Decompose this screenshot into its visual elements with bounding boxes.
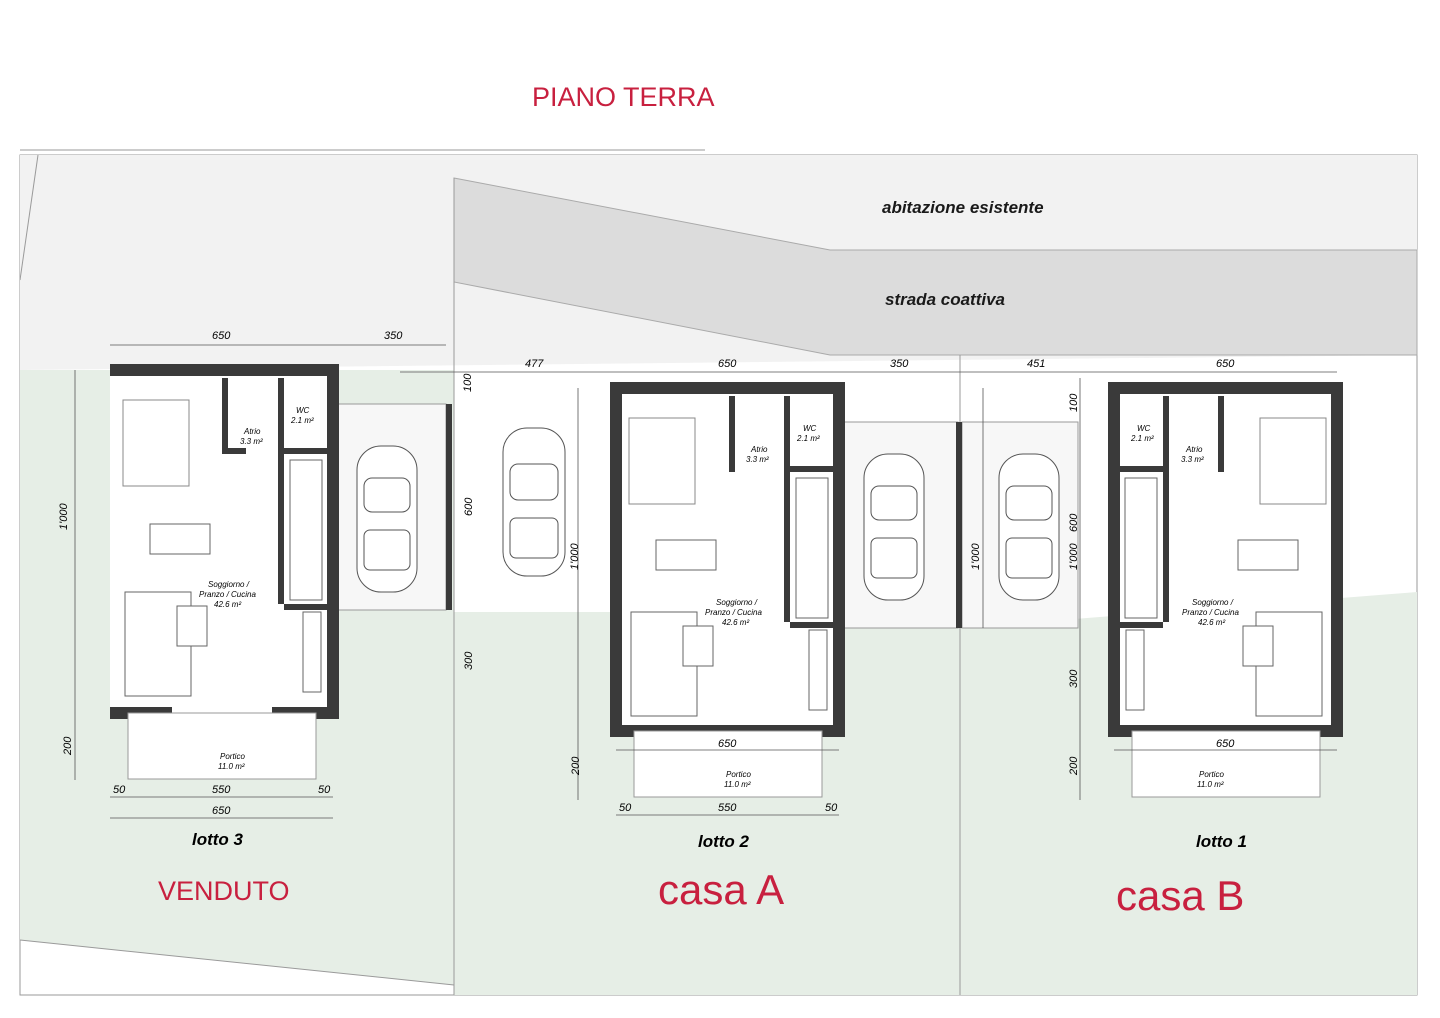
- dim-top: 100: [1068, 393, 1080, 412]
- porch-lot-2: [633, 730, 823, 798]
- dim-half-a: 50: [619, 802, 632, 814]
- dim-depth: 1'000: [970, 543, 982, 570]
- car-icon: [998, 453, 1060, 601]
- dim-width: 650: [718, 358, 737, 370]
- dim-rear: 300: [1068, 669, 1080, 688]
- dim-depth2: 1'000: [1068, 543, 1080, 570]
- room-atrio: Atrio: [1186, 445, 1203, 454]
- car-icon: [863, 453, 925, 601]
- dim-porch-width: 650: [1216, 738, 1235, 750]
- dim-half-a: 50: [113, 784, 126, 796]
- room-porch-area: 11.0 m²: [724, 780, 751, 789]
- room-wc: WC: [1137, 424, 1151, 433]
- room-wc-area: 2.1 m²: [291, 416, 314, 425]
- porch-lot-3: [127, 712, 317, 780]
- dim-span: 550: [212, 784, 231, 796]
- lot-status: VENDUTO: [158, 876, 290, 906]
- room-wc-area: 2.1 m²: [797, 434, 820, 443]
- lot-status: casa A: [658, 866, 785, 913]
- dim-left: 451: [1027, 358, 1046, 370]
- room-atrio-area: 3.3 m²: [240, 437, 263, 446]
- dim-top: 100: [462, 373, 474, 392]
- dim-width: 650: [212, 330, 231, 342]
- wall: [956, 422, 962, 628]
- wall: [446, 404, 452, 610]
- porch-lot-1: [1131, 730, 1321, 798]
- dim-rear: 300: [463, 651, 475, 670]
- room-wc: WC: [296, 406, 310, 415]
- dim-side: 350: [890, 358, 909, 370]
- room-atrio-area: 3.3 m²: [1181, 455, 1204, 464]
- room-living: Soggiorno /: [208, 580, 249, 589]
- room-wc-area: 2.1 m²: [1131, 434, 1154, 443]
- room-wc: WC: [803, 424, 817, 433]
- room-living2: Pranzo / Cucina: [1182, 608, 1239, 617]
- dim-width: 650: [1216, 358, 1235, 370]
- house-lot-1: [1108, 382, 1343, 737]
- lot-status: casa B: [1116, 872, 1245, 919]
- dim-porch-depth: 200: [1068, 756, 1080, 775]
- site-edge: [19, 939, 455, 986]
- lot-label: lotto 1: [1196, 832, 1247, 851]
- dim-span: 550: [718, 802, 737, 814]
- room-atrio: Atrio: [751, 445, 768, 454]
- room-porch-area: 11.0 m²: [218, 762, 245, 771]
- house-lot-3: [110, 364, 339, 719]
- dim-half-b: 50: [825, 802, 838, 814]
- dim-side: 350: [384, 330, 403, 342]
- room-living: Soggiorno /: [716, 598, 757, 607]
- dim-parking: 600: [463, 497, 475, 516]
- room-porch: Portico: [1199, 770, 1224, 779]
- dim-porch-depth: 200: [62, 736, 74, 755]
- lot-label: lotto 2: [698, 832, 749, 851]
- dim-parking: 600: [1068, 513, 1080, 532]
- car-icon: [356, 445, 418, 593]
- car-icon: [502, 427, 566, 577]
- room-living-area: 42.6 m²: [214, 600, 242, 609]
- room-living2: Pranzo / Cucina: [705, 608, 762, 617]
- room-living: Soggiorno /: [1192, 598, 1233, 607]
- room-porch: Portico: [220, 752, 245, 761]
- road-label: strada coattiva: [885, 290, 1005, 309]
- lot-label: lotto 3: [192, 830, 243, 849]
- dim-porch-width: 650: [212, 805, 231, 817]
- page-title: PIANO TERRA: [532, 82, 715, 112]
- room-porch-area: 11.0 m²: [1197, 780, 1224, 789]
- house-lot-2: [610, 382, 845, 737]
- dim-porch-width: 650: [718, 738, 737, 750]
- room-living2: Pranzo / Cucina: [199, 590, 256, 599]
- dim-depth: 1'000: [569, 543, 581, 570]
- dim-porch-depth: 200: [570, 756, 582, 775]
- room-living-area: 42.6 m²: [1198, 618, 1226, 627]
- room-porch: Portico: [726, 770, 751, 779]
- room-living-area: 42.6 m²: [722, 618, 750, 627]
- dim-left: 477: [525, 358, 544, 370]
- dimension-lines: [74, 344, 1337, 819]
- existing-house-label: abitazione esistente: [882, 198, 1044, 217]
- room-atrio-area: 3.3 m²: [746, 455, 769, 464]
- site-edge: [19, 154, 39, 281]
- room-atrio: Atrio: [244, 427, 261, 436]
- dim-half-b: 50: [318, 784, 331, 796]
- dim-depth: 1'000: [58, 503, 70, 530]
